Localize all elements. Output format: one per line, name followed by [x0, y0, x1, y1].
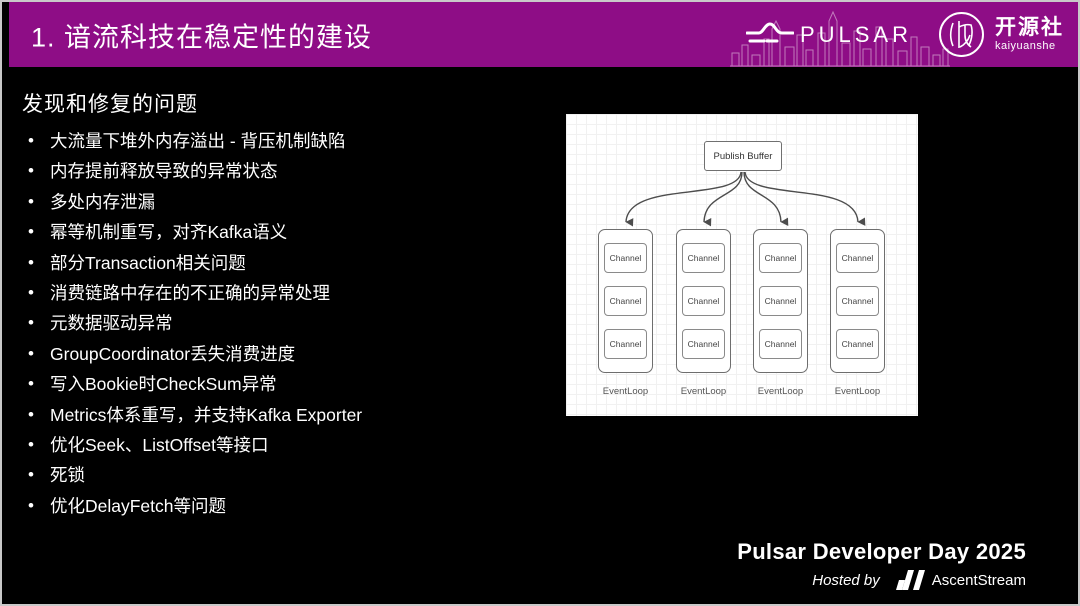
channel-node: Channel: [836, 286, 879, 316]
architecture-diagram: Publish Buffer Channel Channel Channel C…: [566, 114, 918, 416]
channel-node: Channel: [759, 286, 802, 316]
list-item: 内存提前释放导致的异常状态: [26, 156, 556, 187]
event-title: Pulsar Developer Day 2025: [737, 539, 1026, 564]
list-item: 幂等机制重写，对齐Kafka语义: [26, 217, 556, 248]
eventloop-container: Channel Channel Channel: [676, 229, 731, 373]
eventloop-label: EventLoop: [602, 386, 649, 397]
list-item: 死锁: [26, 460, 556, 491]
kaiyuanshe-text: 开源社 kaiyuanshe: [995, 17, 1064, 52]
channel-node: Channel: [604, 329, 647, 359]
eventloop-container: Channel Channel Channel: [598, 229, 653, 373]
list-item: 优化Seek、ListOffset等接口: [26, 430, 556, 461]
list-item: 写入Bookie时CheckSum异常: [26, 369, 556, 400]
channel-node: Channel: [682, 286, 725, 316]
kaiyuanshe-name-en: kaiyuanshe: [995, 40, 1056, 52]
list-item: 部分Transaction相关问题: [26, 248, 556, 279]
pulsar-logo-icon: [745, 21, 794, 42]
city-skyline-icon: [730, 10, 950, 67]
channel-node: Channel: [604, 286, 647, 316]
ascentstream-brand: AscentStream: [894, 570, 1026, 590]
kaiyuanshe-name-zh: 开源社: [995, 16, 1064, 39]
section-heading: 发现和修复的问题: [22, 93, 198, 116]
footer: Pulsar Developer Day 2025 Hosted by Asce…: [737, 539, 1026, 590]
channel-node: Channel: [836, 329, 879, 359]
issues-bullet-list: 大流量下堆外内存溢出 - 背压机制缺陷 内存提前释放导致的异常状态 多处内存泄漏…: [26, 126, 556, 522]
pulsar-logo: PULSAR: [745, 20, 912, 50]
list-item: 消费链路中存在的不正确的异常处理: [26, 278, 556, 309]
channel-node: Channel: [759, 329, 802, 359]
channel-node: Channel: [682, 329, 725, 359]
header-logos: PULSAR 开源社 kaiyuanshe: [745, 2, 1064, 67]
channel-node: Channel: [604, 243, 647, 273]
header-bar: 1. 谙流科技在稳定性的建设 PULSAR 开源社 kaiyuanshe: [9, 2, 1078, 67]
slide-title: 1. 谙流科技在稳定性的建设: [31, 22, 373, 52]
host-name: AscentStream: [931, 571, 1026, 589]
list-item: Metrics体系重写，并支持Kafka Exporter: [26, 400, 556, 431]
fanout-arrows: [625, 171, 866, 227]
channel-node: Channel: [836, 243, 879, 273]
kaiyuanshe-logo: 开源社 kaiyuanshe: [938, 11, 1064, 58]
hosted-by-label: Hosted by: [812, 571, 880, 589]
publish-buffer-node: Publish Buffer: [704, 141, 782, 171]
list-item: 大流量下堆外内存溢出 - 背压机制缺陷: [26, 126, 556, 157]
channel-node: Channel: [759, 243, 802, 273]
ascentstream-logo-icon: [895, 570, 925, 590]
hosted-by-row: Hosted by AscentStream: [737, 570, 1026, 590]
list-item: 元数据驱动异常: [26, 308, 556, 339]
eventloop-label: EventLoop: [680, 386, 727, 397]
eventloop-label: EventLoop: [834, 386, 881, 397]
list-item: GroupCoordinator丢失消费进度: [26, 339, 556, 370]
eventloop-container: Channel Channel Channel: [753, 229, 808, 373]
pulsar-wordmark: PULSAR: [799, 21, 912, 47]
list-item: 优化DelayFetch等问题: [26, 491, 556, 522]
list-item: 多处内存泄漏: [26, 187, 556, 218]
eventloop-container: Channel Channel Channel: [830, 229, 885, 373]
eventloop-label: EventLoop: [757, 386, 804, 397]
kaiyuanshe-logo-icon: [939, 12, 984, 57]
channel-node: Channel: [682, 243, 725, 273]
